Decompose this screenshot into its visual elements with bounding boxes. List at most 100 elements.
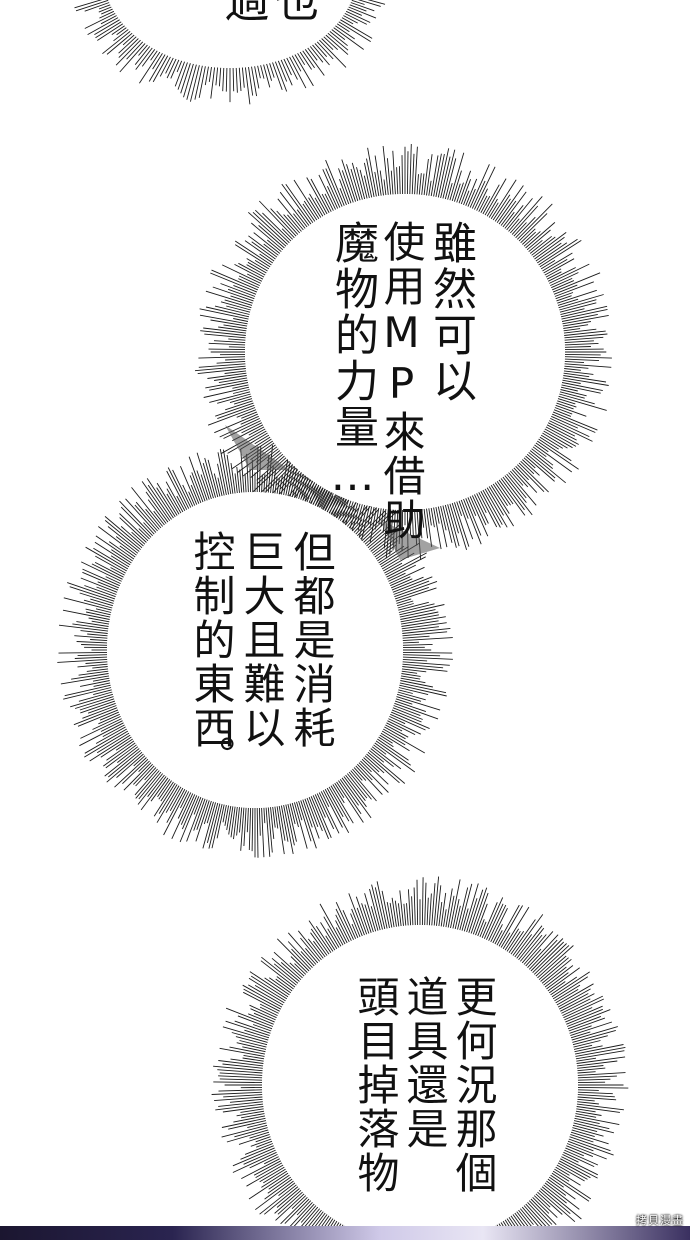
burst-line (522, 460, 539, 476)
burst-line (417, 174, 419, 194)
burst-line (539, 956, 566, 980)
burst-line (81, 645, 107, 646)
burst-line (356, 766, 383, 795)
burst-line (223, 1107, 264, 1113)
burst-line (215, 1104, 263, 1110)
burst-line (394, 706, 421, 716)
bubble-top-col-1: 過 (220, 0, 264, 24)
burst-line (319, 40, 346, 67)
burst-line (127, 42, 143, 59)
burst-line (342, 18, 353, 24)
burst-line (284, 805, 294, 854)
burst-line (562, 996, 602, 1016)
burst-line (403, 659, 427, 661)
burst-line (577, 1068, 605, 1071)
burst-line (279, 1183, 296, 1196)
burst-line (63, 688, 111, 700)
burst-line (135, 46, 150, 64)
burst-line (521, 461, 534, 474)
burst-line (220, 1073, 263, 1076)
burst-line (578, 1097, 617, 1100)
burst-line (414, 888, 415, 926)
burst-line (135, 769, 158, 795)
watermark: 拷貝漫畫 (636, 1212, 684, 1228)
burst-line (401, 674, 420, 677)
burst-line (120, 546, 136, 557)
burst-line (577, 1099, 594, 1101)
burst-line (444, 909, 447, 927)
burst-line (577, 1102, 599, 1104)
burst-line (297, 210, 309, 226)
burst-line (326, 35, 348, 55)
burst-line (305, 948, 317, 963)
burst-line (565, 359, 599, 361)
burst-line (77, 642, 108, 643)
burst-line (419, 173, 421, 194)
burst-line (565, 361, 584, 362)
burst-line (495, 199, 510, 222)
burst-line (292, 1196, 306, 1209)
burst-line (549, 982, 565, 993)
burst-line (352, 924, 358, 938)
burst-line (350, 5, 367, 11)
burst-line (262, 808, 264, 857)
burst-line (408, 889, 410, 925)
burst-line (284, 59, 292, 75)
burst-line (138, 774, 163, 805)
burst-line (248, 1014, 274, 1025)
burst-line (560, 1159, 597, 1178)
burst-line (248, 262, 267, 273)
burst-line (173, 470, 191, 508)
burst-line (290, 963, 304, 976)
next-panel-edge (0, 1226, 690, 1240)
burst-line (559, 394, 595, 404)
burst-line (313, 941, 325, 957)
burst-line (362, 903, 372, 933)
burst-line (119, 37, 137, 54)
bubble-3-col-3: 頭目掉落物… (354, 975, 396, 1246)
burst-line (565, 357, 612, 358)
burst-line (330, 31, 348, 45)
burst-line (277, 977, 294, 990)
burst-line (194, 799, 205, 831)
burst-line (387, 721, 415, 735)
burst-line (297, 802, 302, 821)
burst-line (403, 655, 440, 656)
burst-line (226, 68, 227, 92)
burst-line (86, 662, 108, 664)
burst-line (402, 155, 403, 194)
burst-line (135, 505, 158, 531)
burst-line (568, 1141, 594, 1151)
burst-line (562, 309, 608, 319)
burst-line (528, 1202, 551, 1227)
burst-line (448, 183, 453, 200)
burst-line (564, 366, 588, 368)
burst-line (458, 888, 468, 930)
burst-line (240, 470, 242, 493)
burst-line (427, 898, 428, 926)
burst-line (331, 786, 353, 824)
burst-line (298, 53, 305, 65)
burst-line (542, 433, 567, 448)
burst-line (578, 1076, 617, 1078)
burst-line (258, 66, 261, 79)
burst-line (241, 1159, 279, 1179)
burst-line (235, 241, 271, 265)
burst-line (317, 42, 333, 59)
burst-line (517, 926, 542, 959)
burst-line (422, 174, 424, 195)
bubble-top-col-2: 也 (270, 0, 314, 24)
burst-line (211, 67, 215, 98)
burst-line (244, 808, 246, 846)
burst-line (247, 1123, 266, 1128)
burst-line (75, 0, 108, 8)
burst-line (146, 509, 161, 528)
burst-line (267, 240, 281, 252)
burst-line (293, 214, 305, 229)
burst-line (578, 1092, 613, 1094)
burst-line (565, 337, 604, 340)
burst-line (295, 55, 314, 86)
burst-line (243, 992, 280, 1011)
burst-line (151, 51, 158, 61)
bubble-top-dot: 。 (172, 0, 216, 24)
